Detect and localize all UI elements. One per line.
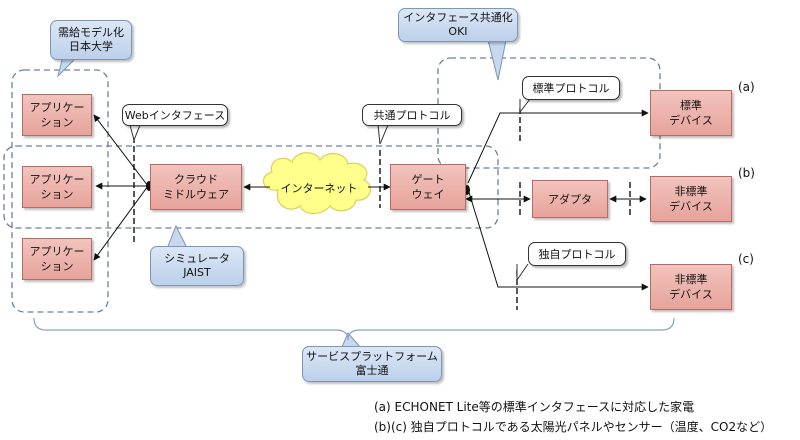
cloud-middleware-box: クラウド ミドルウェア	[150, 164, 242, 210]
nonstandard-device-box-c: 非標準 デバイス	[650, 264, 732, 310]
standard-protocol-callout: 標準プロトコル	[522, 76, 620, 100]
note-line-a: (a) ECHONET Lite等の標準インタフェースに対応した家電	[374, 400, 695, 414]
oki-label-tail	[487, 39, 507, 81]
nihon-label-tail	[57, 59, 75, 78]
device-tag-a: (a)	[738, 80, 755, 94]
jaist-label: シミュレータ JAIST	[150, 246, 244, 286]
internet-label: インターネット	[280, 182, 358, 195]
web-interface-callout: Webインタフェース	[122, 104, 228, 126]
device-tag-b: (b)	[738, 166, 755, 180]
fujitsu-label: サービスプラットフォーム 富士通	[302, 346, 442, 382]
adapter-box: アダプタ	[532, 180, 608, 218]
arrow-to-app3	[93, 185, 149, 261]
application-box-2: アプリケー ション	[22, 166, 92, 208]
standard-device-box: 標準 デバイス	[650, 90, 732, 136]
common-protocol-callout: 共通プロトコル	[362, 104, 462, 126]
note-line-bc: (b)(c) 独自プロトコルである太陽光パネルやセンサー（温度、CO2など）	[374, 420, 773, 434]
arrow-to-nonstandard-device-c	[467, 188, 649, 291]
arrow-to-app1	[93, 114, 149, 187]
device-tag-c: (c)	[738, 252, 754, 266]
internet-cloud	[262, 152, 372, 215]
fujitsu-label-tail	[341, 332, 361, 348]
jaist-label-tail	[167, 224, 187, 247]
nihon-university-label: 需給モデル化 日本大学	[50, 20, 132, 60]
application-box-1: アプリケー ション	[22, 94, 92, 136]
common-protocol-callout-tail	[377, 124, 389, 145]
platform-outline	[3, 145, 499, 229]
gateway-box: ゲート ウェイ	[390, 164, 466, 210]
web-if-callout-tail	[129, 124, 141, 142]
arrow-to-standard-device	[467, 109, 649, 184]
proprietary-protocol-callout-tail	[516, 263, 529, 282]
nonstandard-device-box-b: 非標準 デバイス	[650, 176, 732, 222]
application-box-3: アプリケー ション	[22, 238, 92, 280]
proprietary-protocol-callout: 独自プロトコル	[528, 242, 626, 266]
standard-protocol-callout-tail	[519, 98, 531, 114]
platform-brace	[33, 317, 675, 341]
oki-label: インタフェース共通化 OKI	[398, 8, 518, 42]
